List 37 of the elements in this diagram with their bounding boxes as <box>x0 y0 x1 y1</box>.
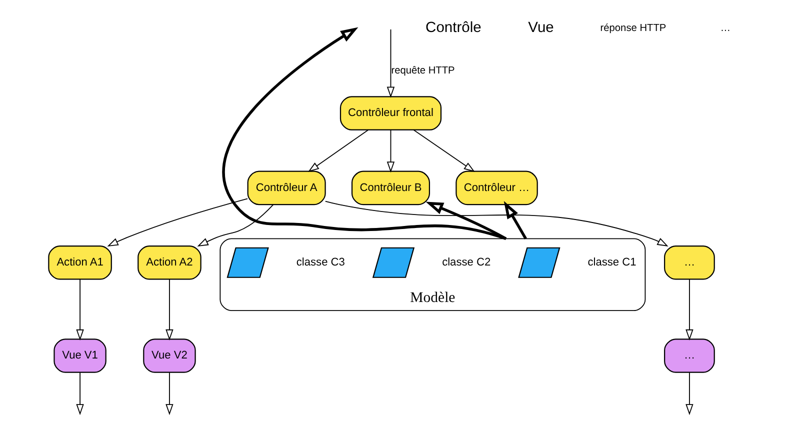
label: Contrôle <box>426 20 482 36</box>
arrow <box>686 278 694 340</box>
node-parallelogram <box>518 247 560 278</box>
arrow <box>166 278 174 340</box>
node-box: Action A1 <box>48 245 112 280</box>
node-box: Vue V2 <box>143 338 196 373</box>
arrow <box>413 130 475 172</box>
arrow <box>426 202 507 240</box>
arrow <box>107 198 248 247</box>
node-parallelogram <box>226 247 269 278</box>
arrow <box>386 28 395 98</box>
node-label: classe C2 <box>442 256 491 268</box>
arrow <box>324 200 668 246</box>
arrow <box>386 130 395 173</box>
arrow <box>197 204 274 247</box>
label: Vue <box>528 20 554 36</box>
arrow <box>166 372 174 416</box>
arrow <box>504 201 527 240</box>
node-box: Contrôleur B <box>351 170 430 206</box>
label: … <box>720 23 730 34</box>
arrow <box>222 27 506 240</box>
arrow <box>308 130 369 172</box>
edge-label: requête HTTP <box>391 65 455 76</box>
node-box: … <box>664 338 715 373</box>
node-box: … <box>664 245 715 280</box>
node-box: Contrôleur frontal <box>340 96 442 130</box>
node-box: Vue V1 <box>54 338 106 373</box>
label: réponse HTTP <box>600 23 666 34</box>
node-box: Contrôleur … <box>456 170 538 206</box>
node-box: Action A2 <box>138 245 202 280</box>
arrow <box>76 278 84 340</box>
node-box: Contrôleur A <box>247 170 326 206</box>
node-label: classe C3 <box>296 256 345 268</box>
arrow <box>686 372 694 416</box>
node-parallelogram <box>372 247 415 278</box>
node-label: classe C1 <box>588 256 636 268</box>
arrow <box>76 372 84 416</box>
